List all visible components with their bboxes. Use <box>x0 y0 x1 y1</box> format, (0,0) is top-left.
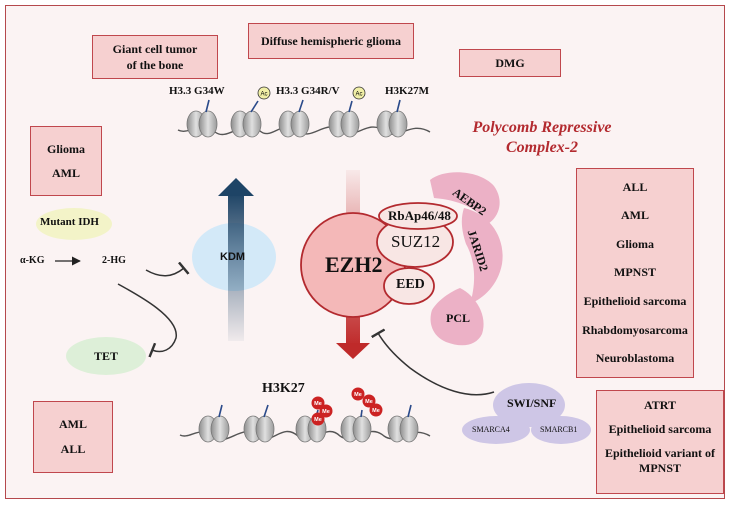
smarca4-label: SMARCA4 <box>472 425 510 434</box>
nucleosome-bottom-1 <box>198 415 230 443</box>
kdm-label: KDM <box>220 251 246 263</box>
ac-mark-2: Ac <box>352 86 366 100</box>
swi-snf-inhibits-prc2 <box>371 328 495 396</box>
suz12-label: SUZ12 <box>391 232 441 251</box>
right-bottom-item-2: Epithelioid sarcoma <box>608 422 712 436</box>
diffuse-hemispheric-label: Diffuse hemispheric glioma <box>261 33 401 48</box>
right-box-item-3: Glioma <box>616 236 654 251</box>
smarcb1-label: SMARCB1 <box>540 425 578 434</box>
kdm-up-arrow <box>218 178 254 341</box>
2hg-inhibits-kdm <box>145 261 190 277</box>
nucleosome-top-3 <box>278 110 310 138</box>
ac-label-2: Ac <box>355 92 362 98</box>
swi-snf-complex <box>462 383 591 444</box>
dmg-box: DMG <box>459 49 561 77</box>
rbap-label: RbAp46/48 <box>388 208 451 223</box>
giant-cell-tumor-box: Giant cell tumor of the bone <box>92 35 218 79</box>
swi-snf-main <box>493 383 565 427</box>
me-label-5: Me <box>365 399 373 405</box>
giant-cell-line2: of the bone <box>126 57 184 72</box>
h3k27m-label: H3K27M <box>385 85 429 97</box>
swi-snf-cancers-box: ATRT Epithelioid sarcoma Epithelioid var… <box>596 390 724 494</box>
dmg-label: DMG <box>495 55 525 70</box>
me-label-6: Me <box>372 408 380 414</box>
right-bottom-item-4: MPNST <box>639 461 681 475</box>
pcl-subunit <box>430 288 484 346</box>
h33-g34rv-label: H3.3 G34R/V <box>276 85 340 97</box>
giant-cell-line1: Giant cell tumor <box>112 41 198 56</box>
top-chromatin <box>177 99 431 138</box>
h33-g34w-label: H3.3 G34W <box>169 85 225 97</box>
histone-tails-bottom <box>218 404 412 418</box>
nucleosome-top-4 <box>328 110 360 138</box>
right-box-item-2: AML <box>621 208 649 223</box>
eed-subunit <box>383 267 435 305</box>
me-marks-group-1: Me Me Me <box>311 396 333 426</box>
nucleosome-top-1 <box>186 110 218 138</box>
right-box-item-1: ALL <box>622 179 648 194</box>
prc2-title-line2: Complex-2 <box>506 139 578 156</box>
ac-mark-1: Ac <box>257 86 271 100</box>
histone-tails-top <box>205 99 401 113</box>
glioma-aml-box: Glioma AML <box>30 126 102 196</box>
right-box-item-4: MPNST <box>614 265 656 280</box>
right-box-item-6: Rhabdomyosarcoma <box>582 322 688 337</box>
alpha-kg-label: α-KG <box>20 255 45 266</box>
ezh2-label: EZH2 <box>325 252 383 277</box>
prc2-title-line1: Polycomb Repressive <box>472 119 612 136</box>
left-bottom-item-2: ALL <box>60 442 86 456</box>
2hg-inhibits-tet <box>117 283 177 358</box>
mutant-idh-label: Mutant IDH <box>40 216 99 228</box>
swi-snf-label: SWI/SNF <box>507 396 557 410</box>
prc2-cancers-box: ALL AML Glioma MPNST Epithelioid sarcoma… <box>576 168 694 378</box>
prc2-title: Polycomb Repressive Complex-2 <box>452 118 632 158</box>
aebp2-subunit <box>430 172 500 224</box>
smarca4-subunit <box>462 416 530 444</box>
ac-label-1: Ac <box>260 92 267 98</box>
prc2-complex <box>300 172 503 346</box>
mutant-idh-bubble <box>36 208 112 240</box>
left-box-item-2: AML <box>52 165 80 180</box>
right-bottom-item-3: Epithelioid variant of <box>604 446 715 460</box>
me-label-2: Me <box>322 409 330 415</box>
diffuse-hemispheric-glioma-box: Diffuse hemispheric glioma <box>248 23 414 59</box>
tet-label: TET <box>94 349 119 363</box>
left-bottom-item-1: AML <box>59 417 87 431</box>
eed-label: EED <box>396 277 425 292</box>
nucleosome-bottom-5 <box>387 415 419 443</box>
left-box-item-1: Glioma <box>47 141 85 156</box>
me-label-1: Me <box>314 401 322 407</box>
smarcb1-subunit <box>531 416 591 444</box>
me-label-3: Me <box>314 417 322 423</box>
two-hg-label: 2-HG <box>102 255 126 266</box>
right-box-item-7: Neuroblastoma <box>595 351 675 366</box>
h3k27-label: H3K27 <box>262 381 305 396</box>
me-label-4: Me <box>354 392 362 398</box>
me-marks-group-2: Me Me Me <box>351 387 383 417</box>
jarid2-subunit <box>461 208 503 304</box>
rbap-subunit <box>378 202 458 230</box>
right-bottom-item-1: ATRT <box>643 398 677 412</box>
tet-bubble <box>66 337 146 375</box>
nucleosome-top-2 <box>230 110 262 138</box>
nucleosome-top-5 <box>376 110 408 138</box>
aml-all-box: AML ALL <box>33 401 113 473</box>
bottom-chromatin <box>179 404 431 443</box>
pcl-label: PCL <box>446 311 470 325</box>
nucleosome-bottom-2 <box>243 415 275 443</box>
nucleosome-bottom-4 <box>340 415 372 443</box>
right-box-item-5: Epithelioid sarcoma <box>583 294 687 309</box>
